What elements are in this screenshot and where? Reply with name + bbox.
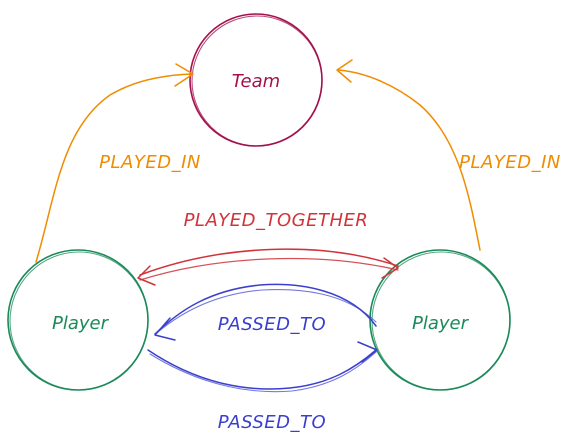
edge-played-together-label: PLAYED_TOGETHER — [184, 210, 369, 231]
edge-passed-to-top-arrowhead — [154, 317, 176, 341]
team-node[interactable]: Team — [189, 13, 323, 147]
edge-played-in-left-label: PLAYED_IN — [99, 152, 201, 173]
edge-played-in-left-arrowhead — [174, 63, 194, 87]
edge-played-together-arrowhead-right — [381, 257, 399, 279]
team-node-circle-sketch — [191, 15, 323, 147]
team-node-label: Team — [232, 71, 280, 92]
player-right-label: Player — [412, 313, 470, 334]
edge-passed-to-bottom-arrowhead — [357, 341, 378, 363]
player-left-label: Player — [52, 313, 110, 334]
edge-played-in-right[interactable]: PLAYED_IN — [336, 59, 561, 251]
edge-passed-to-top-label: PASSED_TO — [218, 314, 326, 335]
edge-played-in-left-line — [35, 73, 193, 263]
edge-played-in-right-arrowhead — [336, 59, 353, 83]
edge-played-in-right-label: PLAYED_IN — [459, 152, 561, 173]
edge-passed-to-top-line-sketch — [157, 289, 377, 333]
edge-played-together-line-top — [139, 248, 399, 276]
edge-passed-to-bottom[interactable]: PASSED_TO — [147, 341, 378, 433]
edge-played-together-line-bottom — [139, 257, 399, 281]
edge-passed-to-top-line — [154, 283, 377, 335]
edge-passed-to-bottom-line — [147, 349, 377, 390]
edge-played-together[interactable]: PLAYED_TOGETHER — [137, 210, 399, 286]
edge-passed-to-top[interactable]: PASSED_TO — [154, 283, 377, 341]
edge-played-in-left[interactable]: PLAYED_IN — [35, 63, 201, 263]
player-node-left[interactable]: Player — [7, 249, 149, 391]
player-left-circle-sketch — [9, 251, 149, 391]
edge-passed-to-bottom-line-sketch — [149, 351, 377, 393]
edge-played-in-right-line — [337, 69, 481, 251]
player-node-right[interactable]: Player — [369, 249, 511, 391]
edge-played-together-arrowhead-left — [137, 265, 156, 286]
edge-passed-to-bottom-label: PASSED_TO — [218, 412, 326, 433]
